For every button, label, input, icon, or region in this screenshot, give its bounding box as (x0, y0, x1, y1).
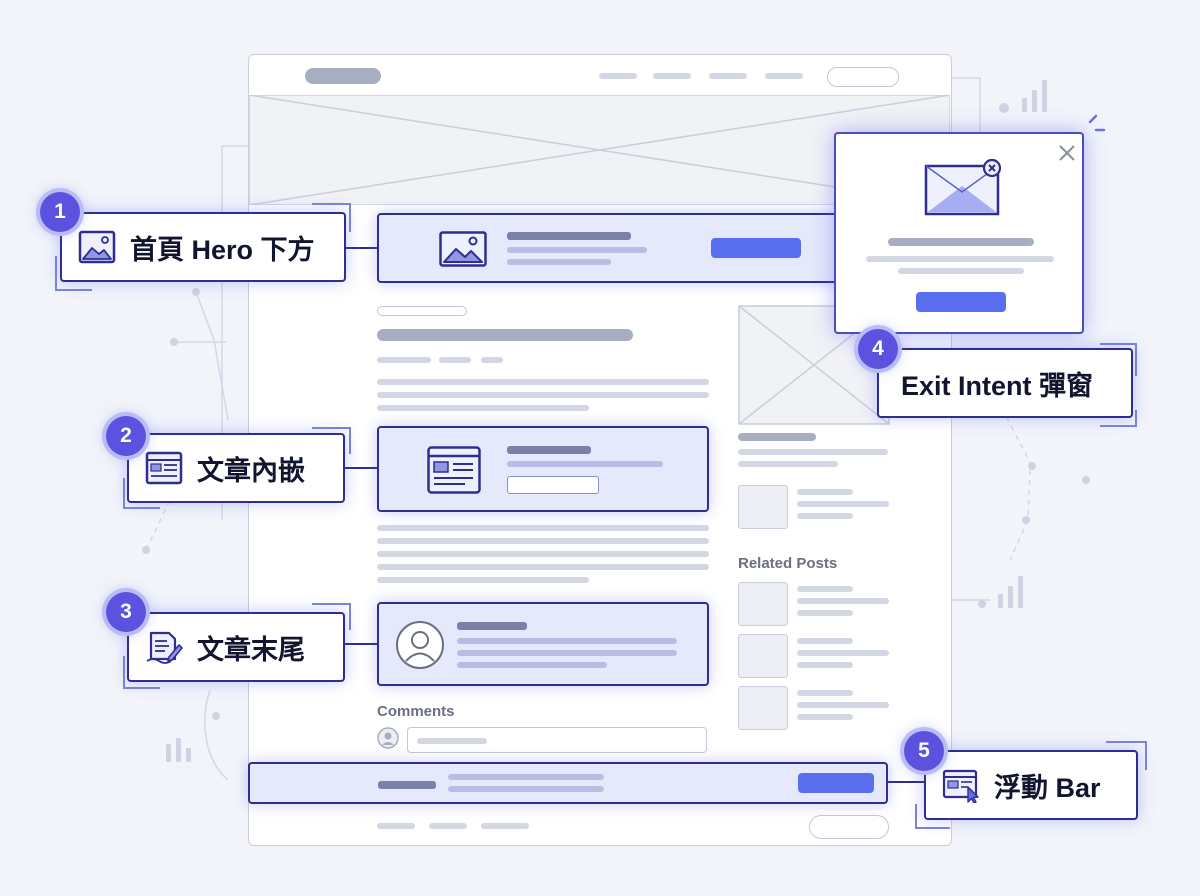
sidebar-line (797, 586, 853, 592)
paragraph-line (377, 538, 709, 544)
callout-label-text: 文章末尾 (197, 634, 305, 665)
popup-line-placeholder (898, 268, 1024, 274)
sidebar-line (797, 702, 889, 708)
nav-link-placeholder (765, 73, 803, 79)
bar-cta-placeholder (798, 773, 874, 793)
exit-intent-popup-slot (834, 132, 1084, 334)
badge-4: 4 (858, 329, 898, 369)
meta-placeholder (439, 357, 471, 363)
sidebar-line (797, 489, 853, 495)
popup-cta-placeholder (916, 292, 1006, 312)
footer-link-placeholder (429, 823, 467, 829)
sidebar-line (797, 638, 853, 644)
related-posts-heading: Related Posts (738, 555, 838, 572)
comment-input-line (417, 738, 487, 744)
callout-in-article: 文章內嵌 (127, 433, 345, 503)
article-layout-icon (427, 446, 481, 494)
meta-placeholder (377, 357, 431, 363)
meta-placeholder (481, 357, 503, 363)
sidebar-line (738, 461, 838, 467)
bar-line-placeholder (448, 774, 604, 780)
badge-1: 1 (40, 192, 80, 232)
hero-banner-slot (377, 213, 843, 283)
callout-label-text: 首頁 Hero 下方 (130, 234, 315, 265)
end-of-article-slot (377, 602, 709, 686)
comments-heading: Comments (377, 703, 455, 720)
window-cursor-icon (942, 769, 979, 803)
author-avatar-icon (396, 621, 444, 669)
popup-line-placeholder (866, 256, 1054, 262)
sidebar-line (797, 650, 889, 656)
footer-link-placeholder (377, 823, 415, 829)
paragraph-line (377, 392, 709, 398)
in-article-slot (377, 426, 709, 512)
callout-label-text: Exit Intent 彈窗 (901, 370, 1094, 401)
callout-floating-bar: 浮動 Bar (924, 750, 1138, 820)
badge-3: 3 (106, 592, 146, 632)
sidebar-title-placeholder (738, 433, 816, 441)
banner-line-placeholder (507, 247, 647, 253)
paragraph-line (377, 405, 589, 411)
hero-image-placeholder (249, 95, 950, 205)
article-layout-icon (145, 451, 183, 485)
commenter-avatar-icon (377, 727, 399, 749)
nav-button-placeholder (827, 67, 899, 87)
sidebar-line (797, 513, 853, 519)
document-pen-icon (146, 631, 183, 664)
popup-title-placeholder (888, 238, 1034, 246)
related-post-thumbnail (738, 634, 788, 678)
image-icon (439, 231, 487, 267)
nav-link-placeholder (599, 73, 637, 79)
category-tag-placeholder (377, 306, 467, 316)
banner-cta-placeholder (711, 238, 801, 258)
author-bio-line (457, 650, 677, 656)
popup-image-icon (924, 158, 1002, 216)
sidebar-line (797, 598, 889, 604)
author-bio-line (457, 662, 607, 668)
inline-title-placeholder (507, 446, 591, 454)
callout-label-text: 文章內嵌 (197, 455, 305, 486)
paragraph-line (377, 379, 709, 385)
callout-exit-intent: Exit Intent 彈窗 (877, 348, 1133, 418)
badge-5: 5 (904, 731, 944, 771)
paragraph-line (377, 551, 709, 557)
image-icon (78, 230, 116, 264)
sidebar-line (797, 610, 853, 616)
sidebar-line (797, 501, 889, 507)
badge-2: 2 (106, 416, 146, 456)
logo-placeholder (305, 68, 381, 84)
sidebar-line (797, 662, 853, 668)
bar-line-placeholder (448, 786, 604, 792)
sidebar-line (797, 714, 853, 720)
inline-button-placeholder (507, 476, 599, 494)
sidebar-thumbnail (738, 485, 788, 529)
paragraph-line (377, 577, 589, 583)
footer-button-placeholder (809, 815, 889, 839)
banner-line-placeholder (507, 259, 611, 265)
inline-line-placeholder (507, 461, 663, 467)
callout-label-text: 浮動 Bar (994, 772, 1101, 803)
callout-end-of-article: 文章末尾 (127, 612, 345, 682)
callout-hero-below: 首頁 Hero 下方 (60, 212, 346, 282)
nav-link-placeholder (709, 73, 747, 79)
paragraph-line (377, 525, 709, 531)
related-post-thumbnail (738, 686, 788, 730)
floating-bar-slot (248, 762, 888, 804)
nav-link-placeholder (653, 73, 691, 79)
related-post-thumbnail (738, 582, 788, 626)
sidebar-line (797, 690, 853, 696)
article-title-placeholder (377, 329, 633, 341)
bar-title-placeholder (378, 781, 436, 789)
footer-link-placeholder (481, 823, 529, 829)
sidebar-line (738, 449, 888, 455)
author-bio-line (457, 638, 677, 644)
banner-title-placeholder (507, 232, 631, 240)
close-icon (1059, 145, 1075, 161)
paragraph-line (377, 564, 709, 570)
author-name-placeholder (457, 622, 527, 630)
